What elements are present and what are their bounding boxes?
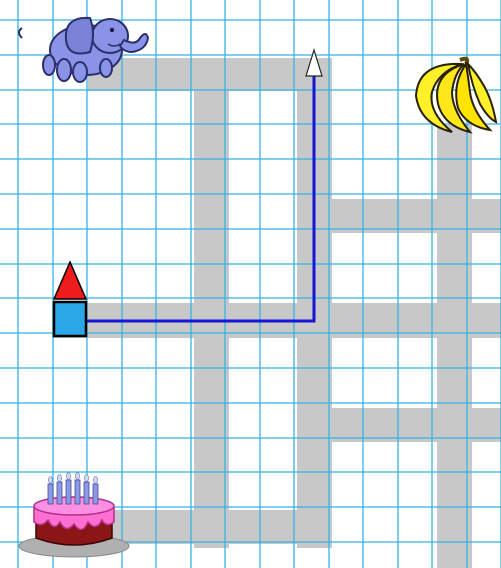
path-row-lower <box>297 408 501 442</box>
path-row-bottom <box>88 510 332 544</box>
path-row-upper <box>297 199 501 233</box>
robot-body-icon <box>54 302 86 336</box>
